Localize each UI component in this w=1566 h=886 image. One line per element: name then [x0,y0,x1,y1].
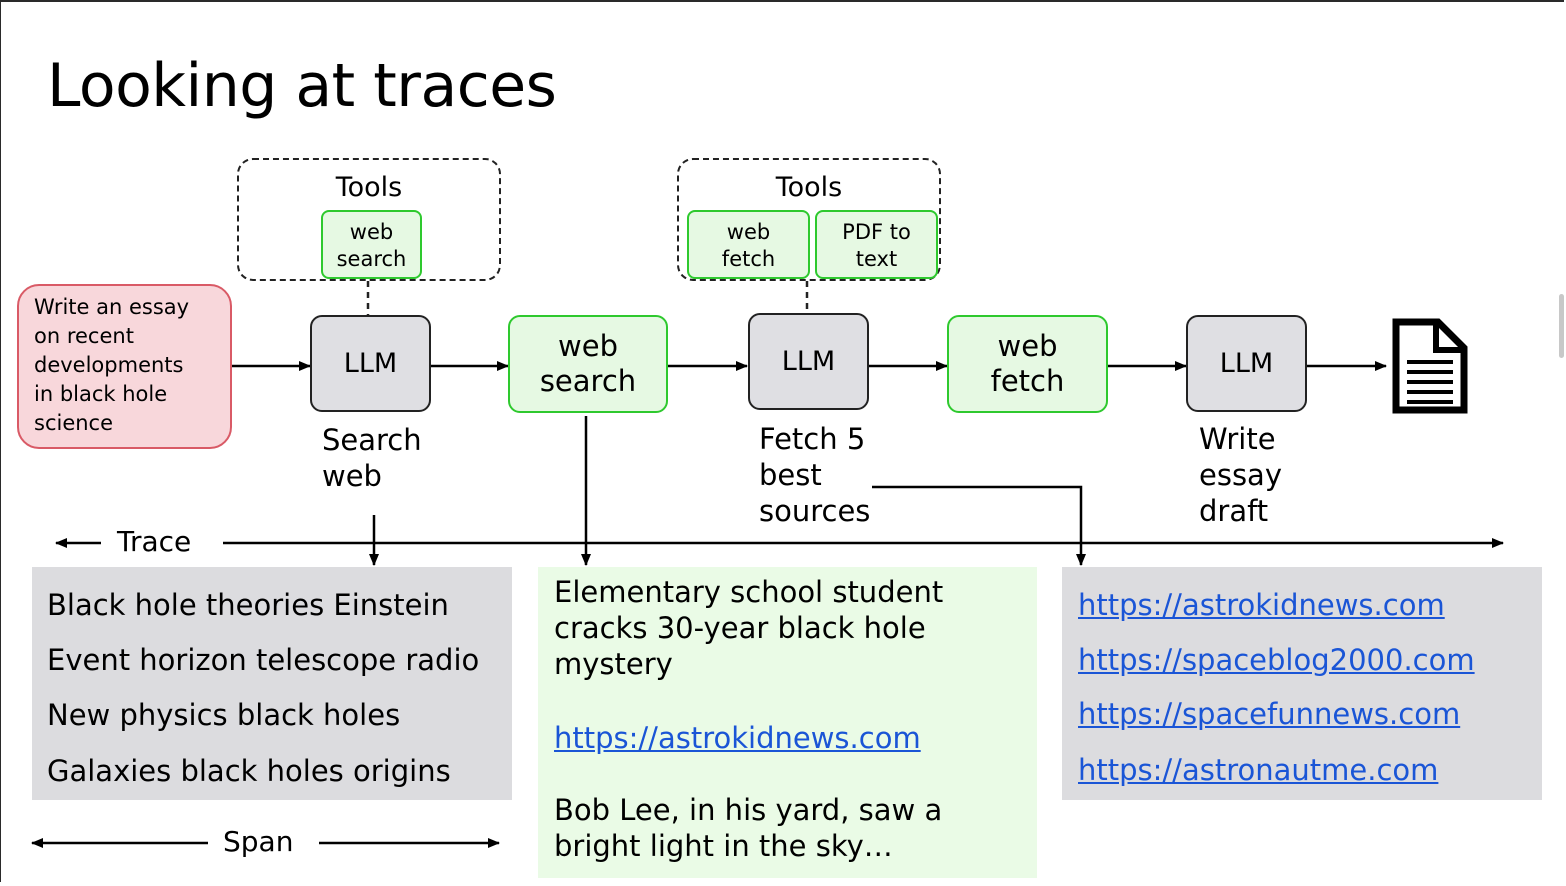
tool-chip-pdf-to-text: PDF to text [815,210,938,279]
llm-node-3: LLM [1186,315,1307,412]
tools-group-2: Tools web fetch PDF to text [677,158,941,281]
search-queries-panel: Black hole theories Einstein Event horiz… [32,567,512,800]
caption-write-essay: Write essay draft [1199,422,1282,528]
step-web-fetch: web fetch [947,315,1108,413]
drop-arrow-sources [872,485,1086,566]
caption-fetch-sources: Fetch 5 best sources [759,422,871,528]
document-icon [1392,318,1468,414]
query-item: New physics black holes [47,698,401,732]
llm-label: LLM [1219,348,1274,379]
caption-search-web: Search web [322,423,422,493]
tool-chip-web-fetch: web fetch [687,210,810,279]
query-item: Galaxies black holes origins [47,754,451,788]
tool-chip-web-search: web search [321,210,422,279]
sources-panel: https://astrokidnews.com https://spacebl… [1062,567,1542,800]
source-link[interactable]: https://astrokidnews.com [1078,588,1445,622]
tools-group-1: Tools web search [237,158,501,281]
result-headline: Elementary school student cracks 30-year… [554,575,944,681]
span-label: Span [217,825,300,859]
slide-title: Looking at traces [47,51,557,121]
source-link[interactable]: https://astronautme.com [1078,753,1439,787]
source-link[interactable]: https://spacefunnews.com [1078,697,1461,731]
llm-node-2: LLM [748,313,869,410]
user-prompt: Write an essay on recent developments in… [17,284,232,449]
source-link[interactable]: https://spaceblog2000.com [1078,643,1475,677]
query-item: Black hole theories Einstein [47,588,449,622]
trace-label: Trace [111,525,198,559]
llm-label: LLM [781,346,836,377]
step-web-search: web search [508,315,668,413]
search-result-panel: Elementary school student cracks 30-year… [538,567,1037,878]
result-snippet: Bob Lee, in his yard, saw a bright light… [554,793,943,863]
tools-group-label: Tools [775,172,843,203]
query-item: Event horizon telescope radio [47,643,480,677]
result-link[interactable]: https://astrokidnews.com [554,721,921,755]
tools-group-label: Tools [335,172,403,203]
scroll-handle[interactable] [1559,294,1564,358]
llm-label: LLM [343,348,398,379]
llm-node-1: LLM [310,315,431,412]
